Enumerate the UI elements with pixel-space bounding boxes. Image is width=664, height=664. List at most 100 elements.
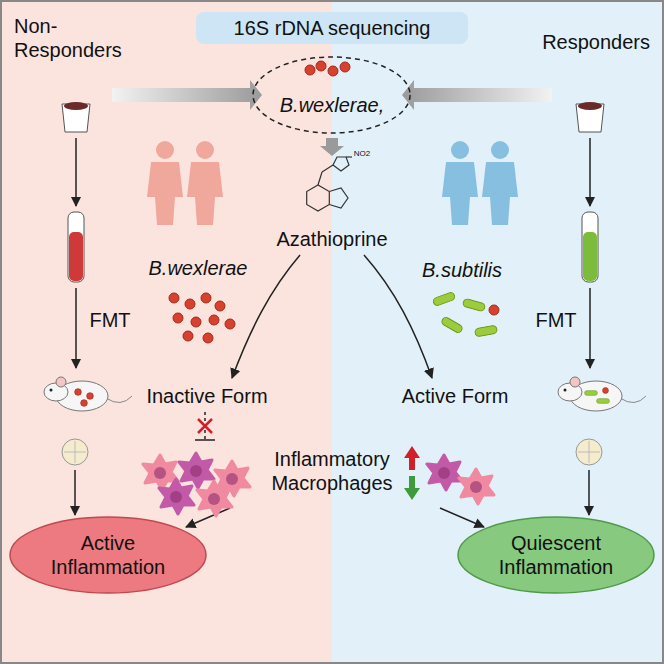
wexlerae-cells	[225, 319, 235, 329]
subtilis-cells	[474, 325, 497, 337]
method-box: 16S rDNA sequencing	[196, 12, 468, 44]
drug-form-label: Active Form	[402, 384, 509, 408]
macrophages	[159, 479, 194, 514]
ellipse-bacteria	[316, 61, 326, 71]
mice	[603, 388, 609, 394]
ellipse-shape	[458, 517, 654, 593]
ellipse-outline	[456, 515, 656, 595]
patient-figures	[482, 162, 518, 225]
subtilis-cells	[462, 298, 485, 311]
azathioprine-structure	[318, 172, 322, 185]
inhibition-cross	[198, 419, 212, 433]
step-label: FMT	[535, 308, 576, 332]
flow-arrows	[186, 508, 230, 527]
subtilis-cells	[432, 291, 499, 336]
mice	[620, 396, 646, 403]
flow-arrows	[75, 138, 590, 527]
stool-cups	[64, 102, 88, 110]
macrophages	[427, 455, 462, 490]
mice	[44, 377, 646, 411]
node-label: 16S rDNA sequencing	[234, 16, 431, 40]
fecal-tubes	[583, 232, 597, 281]
azathioprine-structure	[322, 165, 333, 172]
azathioprine-structure	[307, 185, 330, 211]
macrophages	[197, 481, 232, 516]
bacteria-ellipse: B.wexlerae,	[251, 55, 412, 135]
node-label: B.wexlerae,	[280, 93, 385, 117]
mice	[585, 391, 598, 396]
wexlerae-cells	[169, 293, 235, 343]
wexlerae-cells	[169, 293, 179, 303]
ellipse-shape	[253, 57, 410, 133]
azathioprine-structure	[333, 157, 349, 171]
ellipse-bacteria	[305, 65, 315, 75]
pills	[64, 452, 86, 453]
patient-figures	[147, 162, 183, 225]
outcome-ellipse: Quiescent Inflammation	[456, 515, 656, 595]
wexlerae-cells	[183, 331, 193, 341]
trend-arrows	[404, 446, 420, 470]
patient-figures	[147, 141, 518, 225]
mice	[558, 377, 646, 411]
cell-label: Inflammatory Macrophages	[262, 447, 402, 495]
sample-arrows	[320, 138, 344, 156]
wexlerae-cells	[203, 333, 213, 343]
wexlerae-cells	[201, 293, 211, 303]
inhibition-cross	[198, 419, 212, 433]
drug-label: Azathioprine	[276, 227, 387, 251]
patient-figures	[196, 141, 214, 159]
group-heading: Responders	[542, 30, 650, 54]
fecal-tubes	[68, 212, 598, 282]
sample-arrows	[402, 80, 552, 110]
flow-arrows	[588, 470, 590, 515]
subtilis-cells	[440, 316, 463, 334]
group-heading: Non-Responders	[14, 14, 144, 62]
mice	[597, 399, 610, 404]
flow-arrows	[364, 255, 432, 378]
ellipse-bacteria	[340, 62, 350, 72]
patient-figures	[442, 162, 478, 225]
fecal-tubes	[68, 212, 84, 282]
chemical-group: NO2	[354, 149, 370, 159]
ellipse-bacteria	[305, 61, 350, 76]
species-label: B.wexlerae	[149, 256, 248, 280]
mice	[75, 389, 82, 396]
ellipse-shape	[10, 517, 206, 593]
flow-arrows	[589, 138, 591, 206]
ellipse-outline	[8, 515, 208, 595]
patient-figures	[156, 141, 174, 159]
flow-arrows	[75, 288, 77, 368]
pills	[62, 439, 88, 465]
step-label: FMT	[89, 308, 130, 332]
wexlerae-cells	[173, 313, 183, 323]
fecal-tubes	[582, 212, 598, 282]
mice	[87, 393, 94, 400]
patient-figures	[187, 162, 223, 225]
inhibition-cross	[198, 419, 212, 433]
mice	[564, 389, 567, 392]
fecal-tubes	[69, 232, 83, 281]
pills	[576, 439, 602, 465]
mice	[106, 396, 132, 403]
wexlerae-cells	[215, 301, 225, 311]
mice	[44, 377, 132, 411]
node-label: Active Inflammation	[46, 531, 171, 579]
patient-figures	[451, 141, 469, 159]
mice	[81, 400, 88, 407]
patient-figures	[491, 141, 509, 159]
azathioprine-structure	[346, 156, 352, 157]
node-label: Quiescent Inflammation	[494, 531, 619, 579]
macrophages	[459, 469, 494, 504]
mice	[56, 377, 66, 387]
outcome-ellipse: Active Inflammation	[8, 515, 208, 595]
trend-arrows	[404, 476, 420, 500]
species-label: B.subtilis	[422, 258, 502, 282]
trend-arrows	[404, 446, 420, 500]
sample-arrows	[112, 80, 262, 110]
wexlerae-cells	[191, 317, 201, 327]
flow-arrows	[74, 470, 76, 515]
flow-arrows	[440, 508, 484, 527]
flow-arrows	[75, 138, 77, 206]
